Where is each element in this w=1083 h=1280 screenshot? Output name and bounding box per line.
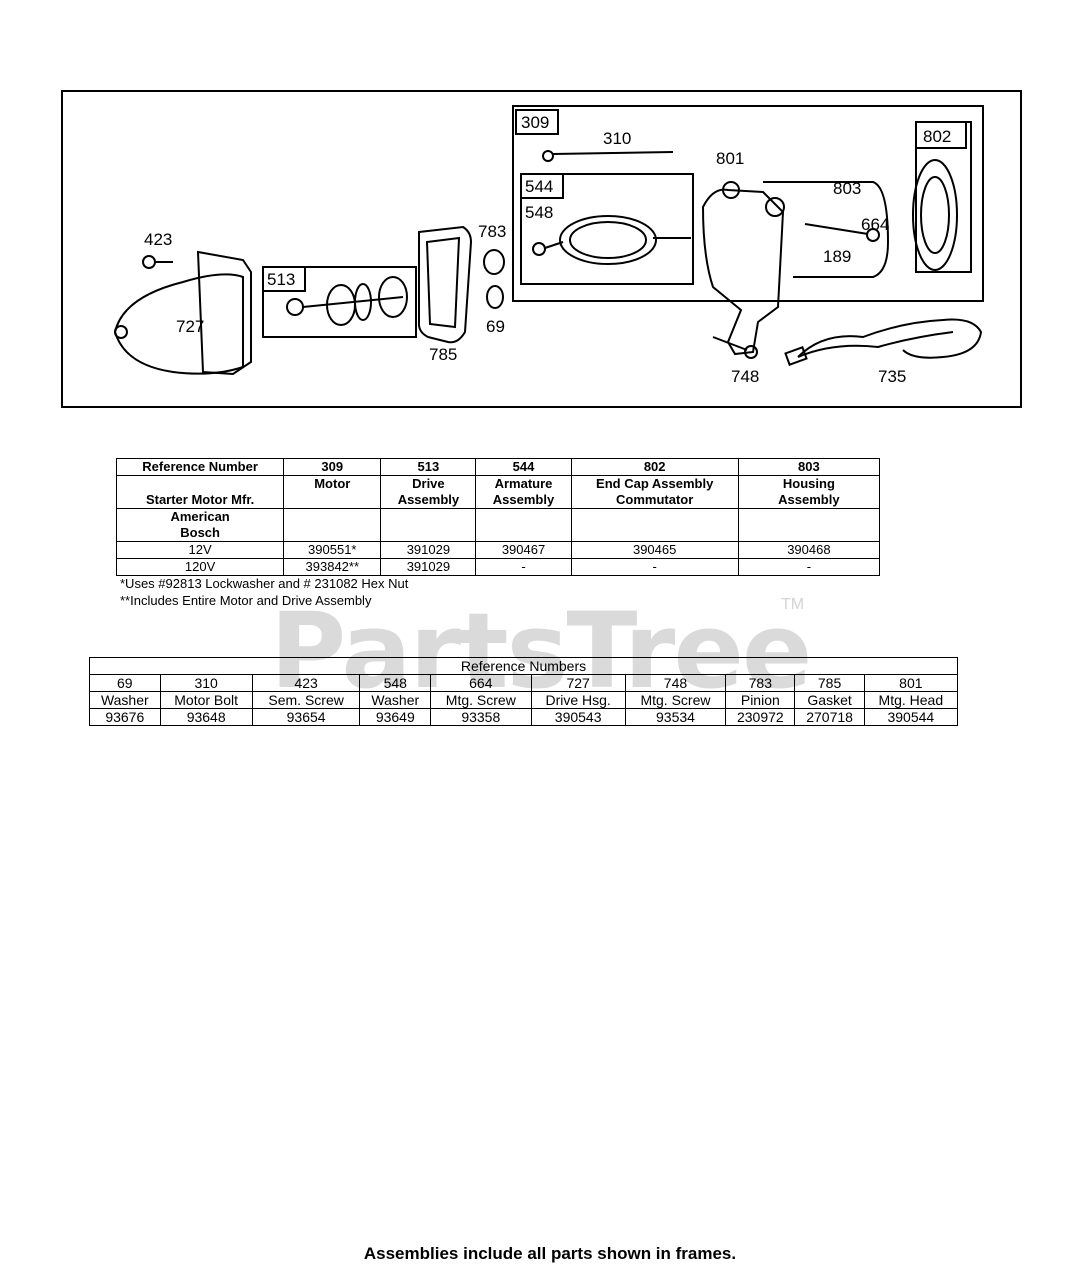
col-513-num: 513 [380,458,477,476]
cord-735 [797,318,983,359]
armature-544 [532,215,691,265]
callout-664: 664 [861,215,889,234]
callout-748: 748 [731,367,759,386]
table-row: 12V 390551* 391029 390467 390465 390468 [115,541,881,559]
drive-housing-727 [113,273,244,375]
table-row: 120V 393842** 391029 - - - [115,558,881,576]
callout-310: 310 [603,129,631,148]
col-803-num: 803 [737,458,881,476]
washer-69 [486,285,504,309]
frame-544 [520,173,694,285]
callout-802: 802 [923,127,951,146]
parts-diagram: 309 544 513 802 423 727 785 783 69 310 5… [61,90,1022,408]
callout-783: 783 [478,222,506,241]
callout-544: 544 [525,177,553,196]
end-cap-802 [912,159,958,271]
footnote-motor-drive: **Includes Entire Motor and Drive Assemb… [120,593,372,608]
mtg-screw-748 [712,336,758,359]
callout-735: 735 [878,367,906,386]
col-309-num: 309 [283,458,382,476]
col-544-num: 544 [475,458,572,476]
mounting-head-801 [701,188,785,356]
callout-189: 189 [823,247,851,266]
callout-803: 803 [833,179,861,198]
diagram-drawing: 309 544 513 802 423 727 785 783 69 310 5… [113,105,984,386]
callout-785: 785 [429,345,457,364]
ref-num-row: 69 310 423 548 664 727 748 783 785 801 [89,674,959,692]
reference-numbers-table: Reference Numbers 69 310 423 548 664 727… [89,657,959,726]
callout-727: 727 [176,317,204,336]
screw-423 [142,255,173,269]
frame-309 [512,105,984,302]
callout-801: 801 [716,149,744,168]
callout-69: 69 [486,317,505,336]
gasket-785 [417,225,473,344]
col-802-num: 802 [570,458,739,476]
housing-803 [763,181,890,278]
pinion-783 [483,249,505,275]
callout-423: 423 [144,230,172,249]
watermark-tm: TM [781,596,805,613]
ref-desc-row: Washer Motor Bolt Sem. Screw Washer Mtg.… [89,691,959,709]
ref-number-header: Reference Number [115,458,285,476]
callout-513: 513 [267,270,295,289]
mtg-screw-664 [804,223,880,242]
callout-548: 548 [525,203,553,222]
assemblies-note: Assemblies include all parts shown in fr… [363,1244,737,1263]
starter-mfr-label: Starter Motor Mfr. [115,475,285,509]
drive-assembly-513 [286,276,408,326]
col-309-desc: Motor [283,475,382,509]
ref-part-row: 93676 93648 93654 93649 93358 390543 935… [89,708,959,726]
motor-bolt-310 [542,150,674,162]
ref-table-title: Reference Numbers [89,657,958,675]
callout-309: 309 [521,113,549,132]
footnote-lockwasher: *Uses #92813 Lockwasher and # 231082 Hex… [120,576,409,591]
starter-motor-table: Reference Number 309 513 544 802 803 Sta… [115,458,881,576]
frame-513 [262,266,417,338]
